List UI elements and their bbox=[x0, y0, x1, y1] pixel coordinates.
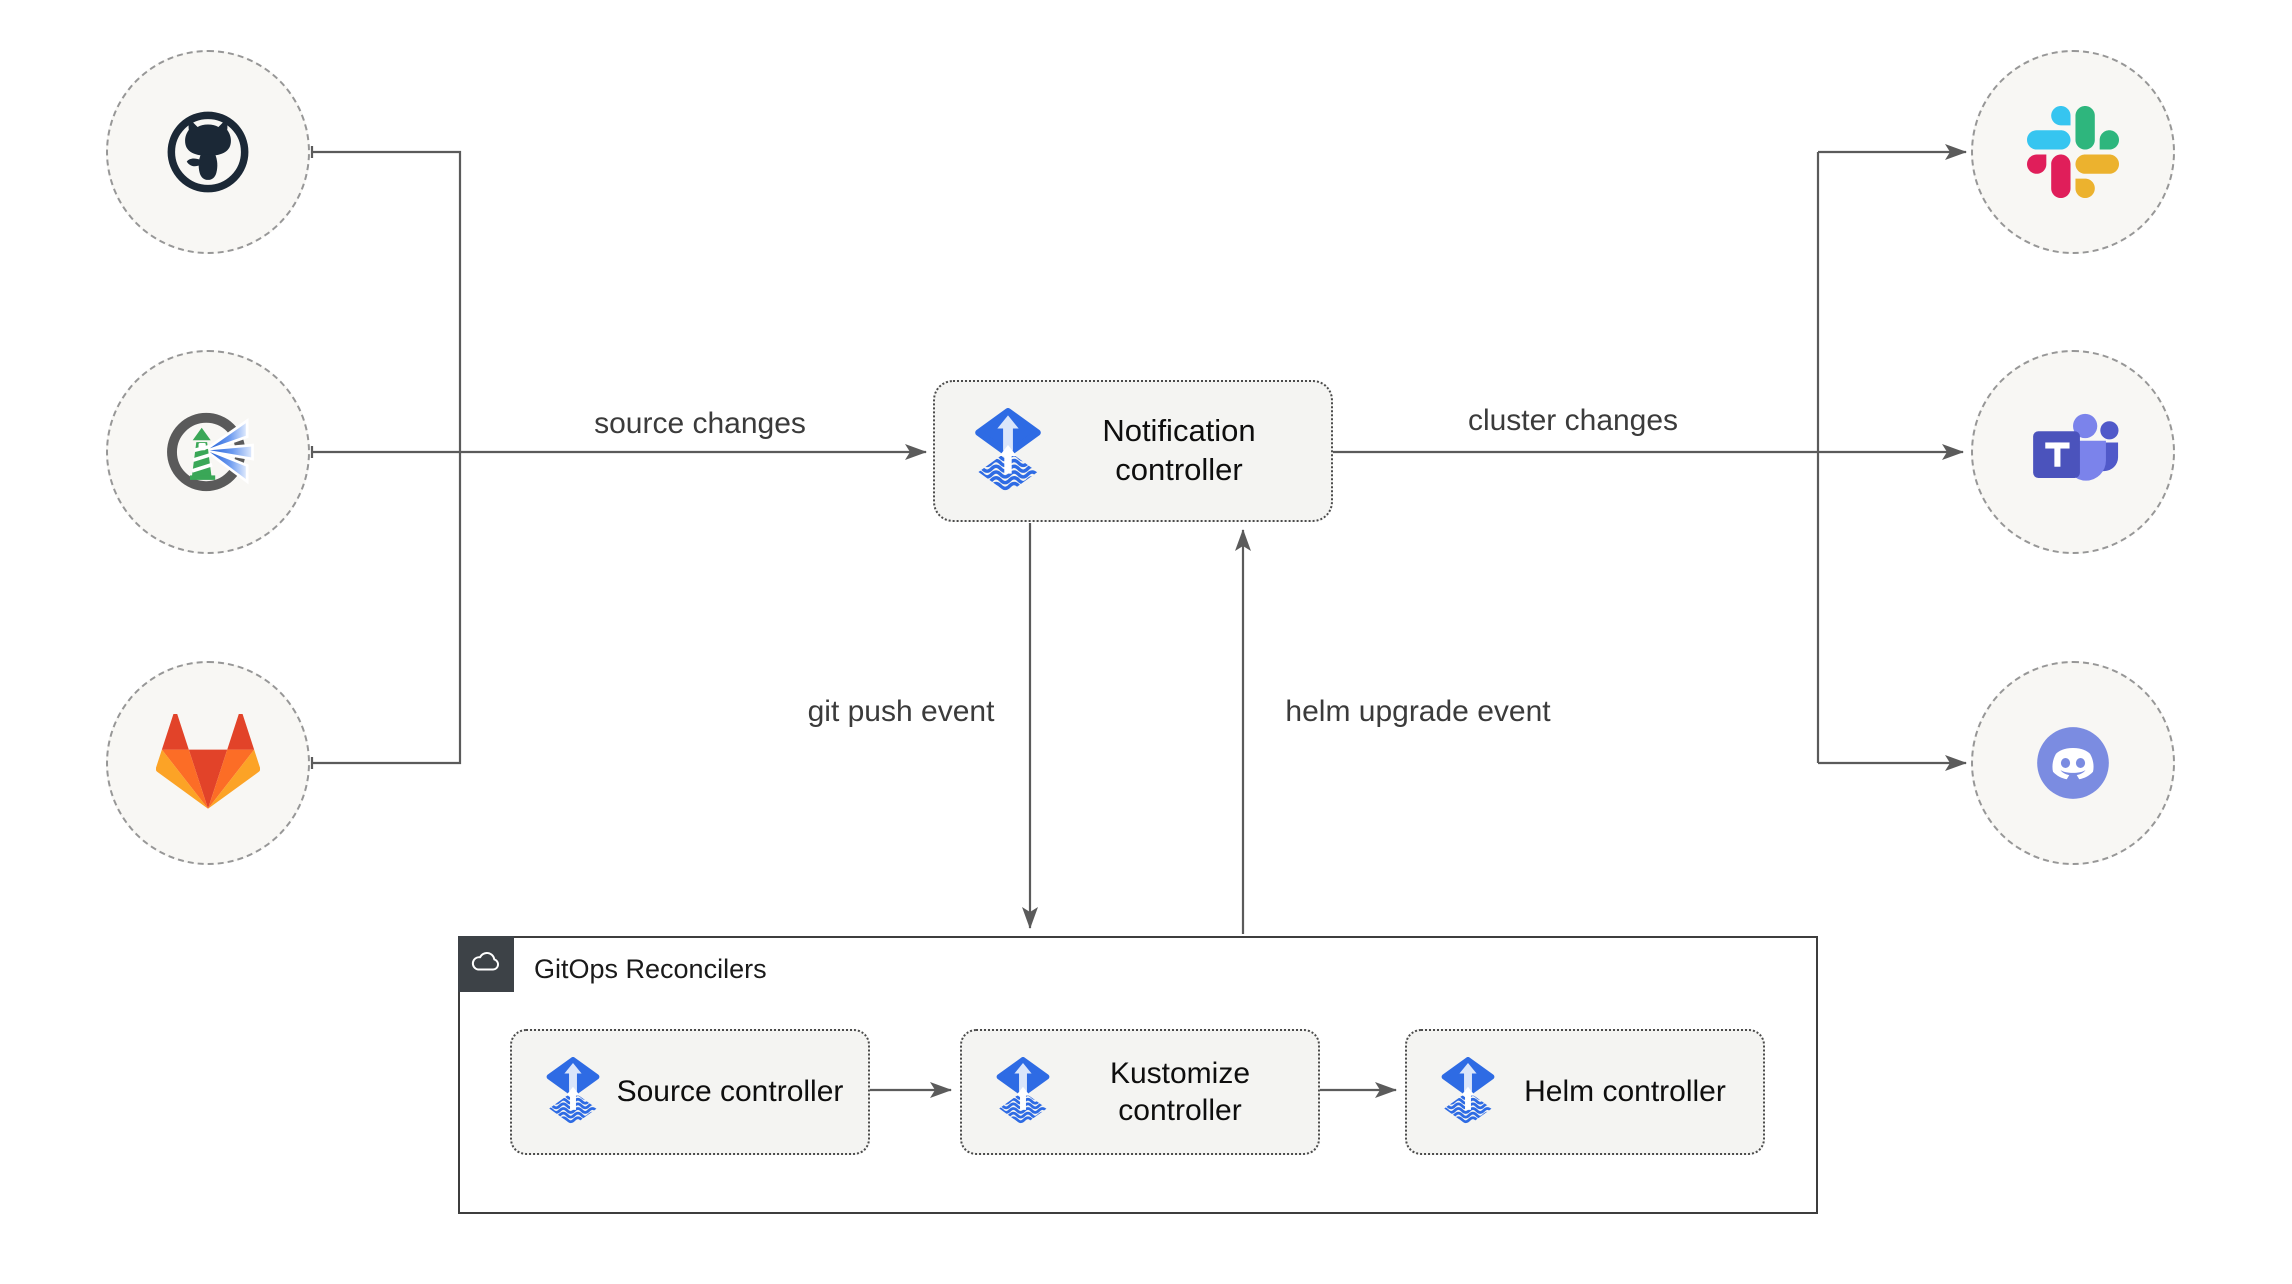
github-icon bbox=[158, 102, 258, 202]
source-controller-label: Source controller bbox=[616, 1075, 844, 1109]
label-cluster-changes: cluster changes bbox=[1467, 404, 1679, 437]
helm-controller-label: Helm controller bbox=[1524, 1075, 1726, 1109]
discord-icon bbox=[2023, 713, 2123, 813]
group-badge bbox=[458, 936, 514, 992]
edge-sources-merge bbox=[310, 146, 462, 769]
node-discord bbox=[1971, 661, 2175, 865]
flux-icon bbox=[990, 1057, 1056, 1127]
node-gitlab bbox=[106, 661, 310, 865]
node-helm-controller: Helm controller bbox=[1405, 1029, 1765, 1155]
flux-icon bbox=[1435, 1057, 1501, 1127]
node-source-controller: Source controller bbox=[510, 1029, 870, 1155]
node-harbor bbox=[106, 350, 310, 554]
node-slack bbox=[1971, 50, 2175, 254]
node-github bbox=[106, 50, 310, 254]
gitlab-icon bbox=[156, 714, 260, 813]
label-source-changes: source changes bbox=[594, 407, 806, 440]
node-notification-controller: Notification controller bbox=[933, 380, 1333, 522]
group-title: GitOps Reconcilers bbox=[534, 954, 767, 984]
label-helm-upgrade-event: helm upgrade event bbox=[1285, 695, 1551, 728]
microsoft-teams-icon bbox=[2021, 400, 2125, 504]
harbor-icon bbox=[154, 398, 262, 506]
node-kustomize-controller: Kustomize controller bbox=[960, 1029, 1320, 1155]
edge-cluster-changes bbox=[1333, 144, 1967, 771]
slack-icon bbox=[2027, 106, 2119, 198]
notification-controller-label: Notification controller bbox=[1102, 413, 1256, 487]
group-gitops-reconcilers: GitOps Reconcilers Source controller Kus… bbox=[458, 936, 1818, 1214]
flux-icon bbox=[540, 1057, 606, 1127]
kustomize-controller-label: Kustomize controller bbox=[1109, 1056, 1251, 1128]
cloud-icon bbox=[467, 945, 505, 983]
node-microsoft-teams bbox=[1971, 350, 2175, 554]
label-git-push-event: git push event bbox=[807, 695, 995, 728]
flux-icon bbox=[967, 408, 1049, 495]
